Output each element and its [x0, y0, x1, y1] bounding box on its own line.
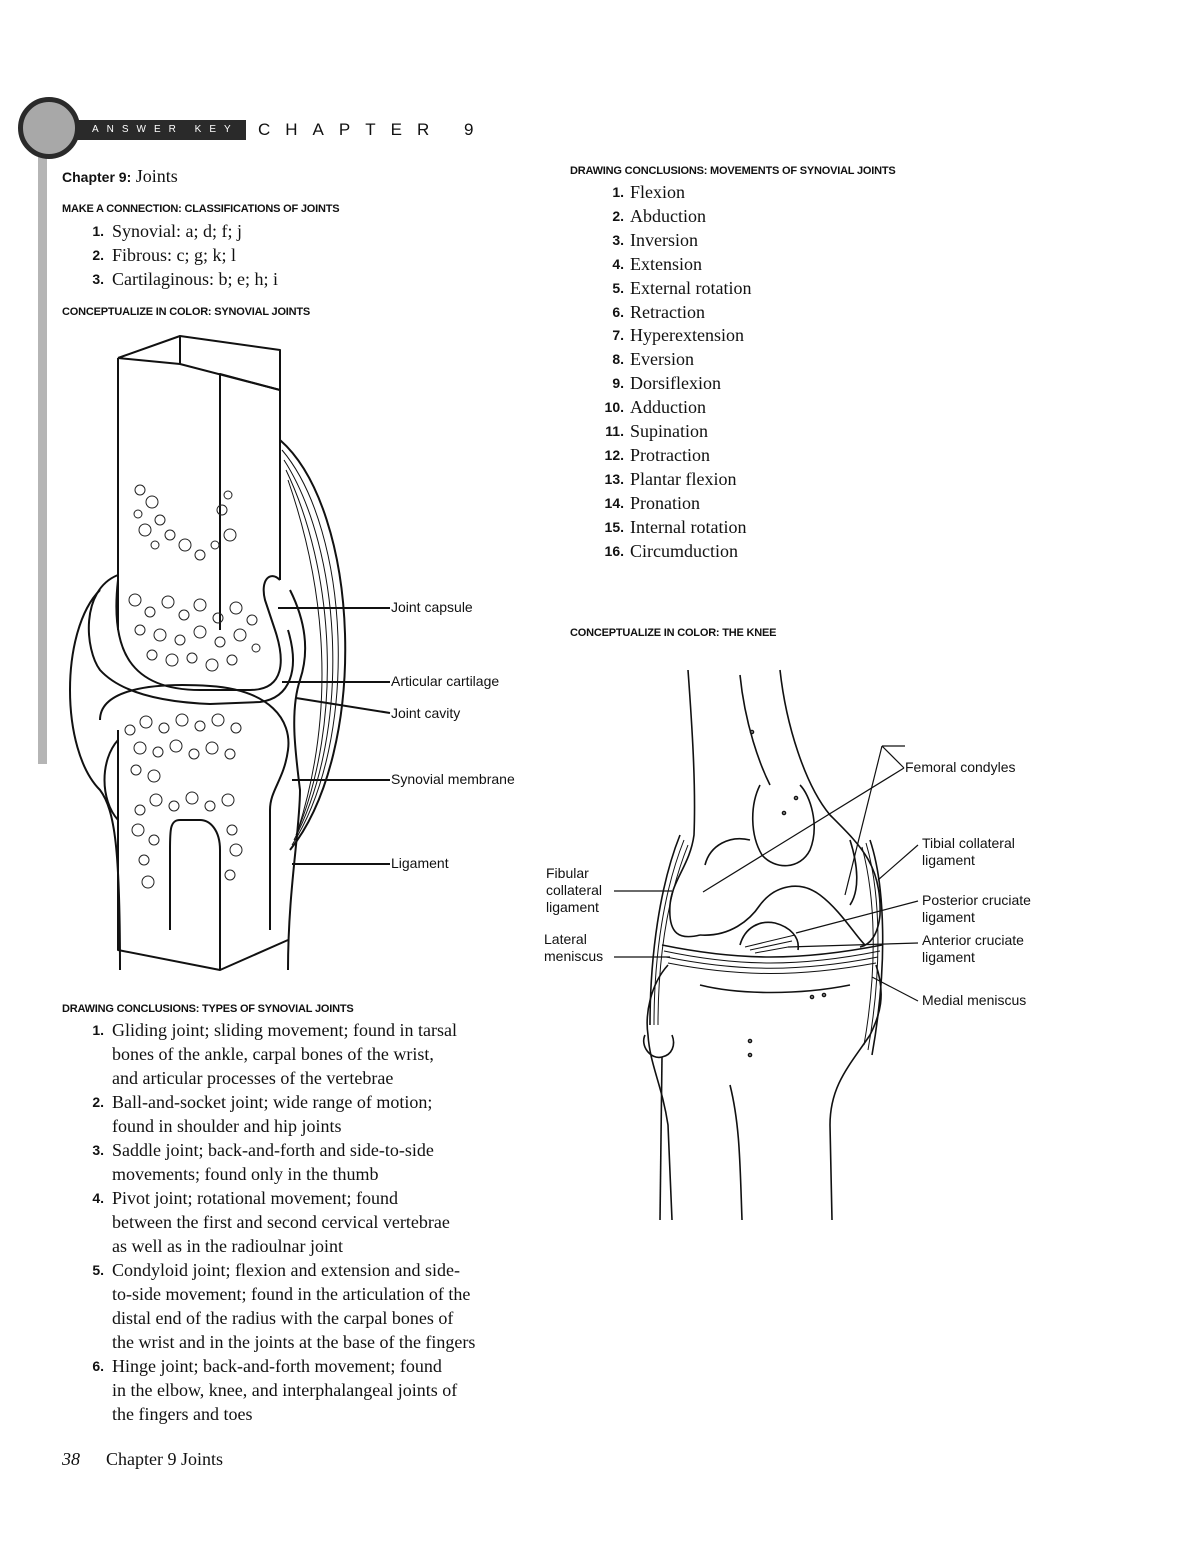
list-item: 3.Saddle joint; back-and-forth and side-…	[92, 1140, 434, 1184]
lower-bone-shaft	[117, 730, 289, 971]
list-item: 9.Dorsiflexion	[612, 373, 721, 394]
list-item: 16.Circumduction	[604, 540, 738, 561]
chapter-title: Chapter 9: Joints	[62, 165, 178, 188]
tibial-collateral-ligament	[869, 839, 884, 1056]
upper-bone-top-edge	[117, 335, 281, 480]
page-number: 38	[62, 1449, 80, 1469]
label-joint-cavity: Joint cavity	[391, 705, 461, 721]
chapter-label: CHAPTER 9	[258, 120, 489, 139]
label-femoral-condyles: Femoral condyles	[905, 759, 1016, 775]
list-item: 5.Condyloid joint; flexion and extension…	[92, 1260, 476, 1352]
answer-key-bar	[74, 120, 246, 140]
ligament-band	[279, 439, 347, 851]
leader-femoral-condyle-b	[844, 745, 883, 896]
list-item: 6.Hinge joint; back-and-forth movement; …	[92, 1356, 458, 1424]
list-item: 7.Hyperextension	[612, 325, 744, 346]
label-ligament: Ligament	[391, 855, 449, 871]
movements-list: 1.Flexion 2.Abduction 3.Inversion 4.Exte…	[604, 181, 1030, 564]
label-articular-cartilage: Articular cartilage	[391, 673, 500, 689]
label-anterior-cruciate-ligament: Anterior cruciate ligament	[922, 932, 1024, 965]
section-heading-classifications: MAKE A CONNECTION: CLASSIFICATIONS OF JO…	[62, 203, 340, 215]
label-medial-meniscus: Medial meniscus	[922, 992, 1027, 1008]
label-joint-capsule: Joint capsule	[391, 599, 473, 615]
page-footer: 38 Chapter 9 Joints	[62, 1447, 223, 1471]
section-heading-knee-color: CONCEPTUALIZE IN COLOR: THE KNEE	[570, 627, 777, 639]
chapter-title-prefix: Chapter 9:	[62, 169, 132, 185]
list-item: 5.External rotation	[612, 277, 752, 298]
list-item: 2.Abduction	[612, 205, 706, 226]
list-item: 13.Plantar flexion	[604, 468, 737, 489]
joint-capsule-right	[287, 589, 307, 971]
cruciate-ligaments	[739, 921, 800, 951]
list-item: 8.Eversion	[612, 349, 694, 370]
chapter-title-name: Joints	[135, 166, 178, 186]
femur-left-edge	[669, 669, 701, 938]
lower-bone-end	[99, 684, 290, 930]
label-tibial-collateral-ligament: Tibial collateral ligament	[922, 835, 1015, 868]
section-heading-synovial-color: CONCEPTUALIZE IN COLOR: SYNOVIAL JOINTS	[62, 306, 311, 318]
list-item: 4.Pivot joint; rotational movement; foun…	[92, 1188, 450, 1256]
list-item: 1.Gliding joint; sliding movement; found…	[92, 1020, 457, 1088]
synovial-joint-illustration	[69, 335, 391, 971]
list-item: 12.Protraction	[604, 444, 710, 465]
list-item: 2.Fibrous: c; g; k; l	[92, 245, 237, 265]
femur-right-edge	[779, 669, 881, 948]
list-item: 1.Flexion	[612, 182, 686, 202]
list-item: 10.Adduction	[604, 397, 706, 418]
fibular-collateral-ligament	[649, 834, 681, 1026]
joint-capsule-left	[69, 589, 121, 971]
tibia-left-edge	[646, 964, 673, 1221]
list-item: 3.Cartilaginous: b; e; h; i	[92, 269, 278, 289]
list-item: 11.Supination	[605, 421, 709, 442]
margin-bar	[38, 148, 47, 764]
section-heading-movements: DRAWING CONCLUSIONS: MOVEMENTS OF SYNOVI…	[570, 165, 896, 177]
types-list: 1.Gliding joint; sliding movement; found…	[92, 1018, 532, 1426]
list-item: 15.Internal rotation	[604, 516, 747, 537]
classifications-list: 1.Synovial: a; d; f; j 2.Fibrous: c; g; …	[92, 219, 532, 291]
leader-femoral-condyle-a	[702, 767, 905, 893]
list-item: 1.Synovial: a; d; f; j	[92, 221, 242, 241]
answer-key-label: ANSWER KEY	[92, 124, 239, 135]
upper-bone-end	[115, 575, 282, 691]
label-synovial-membrane: Synovial membrane	[391, 771, 515, 787]
list-item: 4.Extension	[612, 253, 702, 274]
leader-posterior-cruciate	[795, 900, 919, 934]
tibia-right-edge	[829, 964, 882, 1221]
footer-title: Chapter 9 Joints	[106, 1449, 223, 1469]
list-item: 3.Inversion	[612, 229, 698, 250]
label-fibular-collateral-ligament: Fibular collateral ligament	[546, 865, 603, 915]
chapter-circle-ornament	[18, 97, 80, 159]
list-item: 14.Pronation	[604, 492, 700, 513]
knee-illustration	[614, 669, 919, 1221]
leader-anterior-cruciate	[787, 942, 919, 948]
label-lateral-meniscus: Lateral meniscus	[544, 931, 604, 964]
section-heading-types: DRAWING CONCLUSIONS: TYPES OF SYNOVIAL J…	[62, 1003, 354, 1015]
list-item: 2.Ball-and-socket joint; wide range of m…	[92, 1092, 433, 1136]
label-posterior-cruciate-ligament: Posterior cruciate ligament	[922, 892, 1031, 925]
list-item: 6.Retraction	[612, 301, 705, 322]
leader-joint-cavity	[295, 697, 391, 714]
leader-tibial-collateral	[877, 844, 919, 881]
leader-medial-meniscus	[871, 976, 919, 1002]
menisci	[661, 944, 883, 958]
femoral-condyles	[699, 885, 866, 946]
